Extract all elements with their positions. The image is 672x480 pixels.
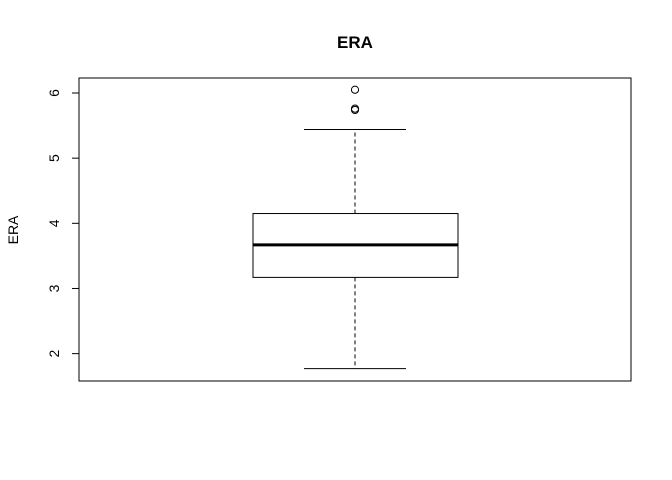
outlier-point (350, 85, 360, 94)
outlier-point (350, 104, 360, 113)
y-axis: 2 3 4 5 6 (46, 89, 80, 358)
y-tick-label: 2 (46, 350, 62, 358)
y-axis-label: ERA (5, 215, 21, 244)
y-tick-label: 6 (46, 89, 62, 97)
chart-title: ERA (337, 33, 373, 52)
y-tick-label: 3 (46, 284, 62, 292)
y-tick-label: 4 (46, 219, 62, 227)
boxplot (252, 85, 459, 370)
y-tick-label: 5 (46, 154, 62, 162)
